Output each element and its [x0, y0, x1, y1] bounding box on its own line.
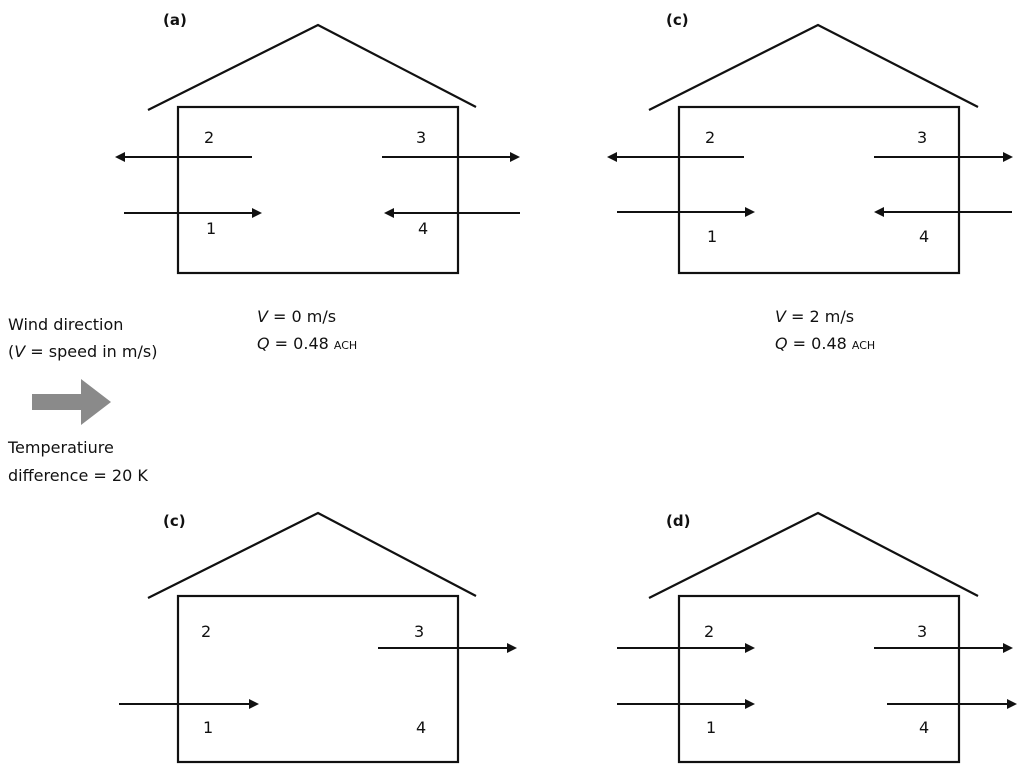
panel-label: (a) [163, 11, 187, 29]
house-roof [147, 511, 477, 599]
house-wall [176, 594, 460, 764]
opening-3-label: 3 [917, 128, 927, 147]
panel-d: (d) 2 3 1 4 [617, 511, 1017, 764]
opening-2-label: 2 [705, 128, 715, 147]
panel-c-bottom: (c) 2 3 1 4 [119, 511, 517, 764]
opening-3-label: 3 [414, 622, 424, 641]
wind-speed-value: V = 0 m/s [257, 307, 336, 326]
temperature-label: Temperatiure [7, 438, 114, 457]
house-wall [677, 105, 961, 275]
house-roof [648, 23, 979, 111]
house-wall [176, 105, 460, 275]
panel-label: (c) [666, 11, 689, 29]
panel-a: (a) 2 3 1 4 V = 0 m/s Q = 0.48 ACH [115, 11, 520, 353]
opening-4-label: 4 [919, 718, 929, 737]
air-change-rate: Q = 0.48 ACH [775, 334, 875, 353]
opening-1-label: 1 [706, 718, 716, 737]
wind-direction-arrow-icon [32, 379, 111, 425]
panel-c-top: (c) 2 3 1 4 V = 2 m/s Q = 0.48 ACH [607, 11, 1013, 353]
opening-1-label: 1 [707, 227, 717, 246]
opening-2-label: 2 [704, 622, 714, 641]
opening-4-label: 4 [418, 219, 428, 238]
opening-3-label: 3 [416, 128, 426, 147]
legend: Wind direction (V = speed in m/s) Temper… [7, 315, 157, 485]
house-roof [648, 511, 979, 599]
temperature-difference: difference = 20 K [8, 466, 148, 485]
panel-label: (c) [163, 512, 186, 530]
house-wall [677, 594, 961, 764]
wind-speed-value: V = 2 m/s [775, 307, 854, 326]
air-change-rate: Q = 0.48 ACH [257, 334, 357, 353]
opening-4-label: 4 [416, 718, 426, 737]
opening-4-label: 4 [919, 227, 929, 246]
house-roof [147, 23, 477, 111]
opening-1-label: 1 [206, 219, 216, 238]
opening-1-label: 1 [203, 718, 213, 737]
opening-2-label: 2 [201, 622, 211, 641]
wind-direction-label: Wind direction [8, 315, 123, 334]
wind-speed-definition: (V = speed in m/s) [8, 342, 157, 361]
opening-2-label: 2 [204, 128, 214, 147]
opening-3-label: 3 [917, 622, 927, 641]
panel-label: (d) [666, 512, 690, 530]
